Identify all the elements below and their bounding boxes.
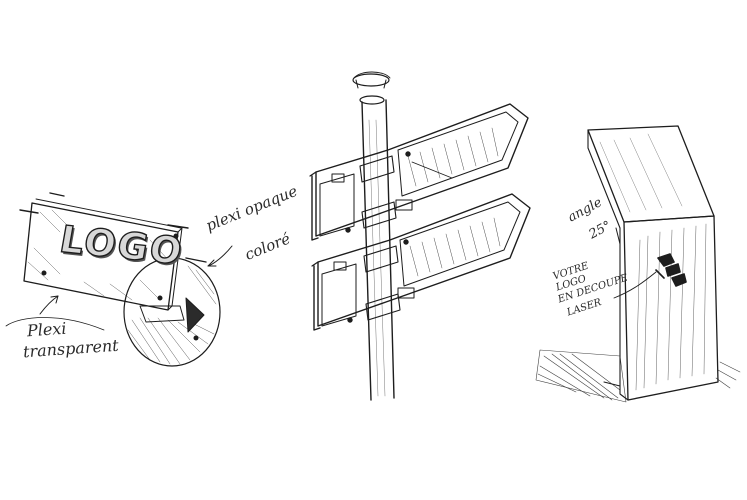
totem-sketch xyxy=(535,125,741,403)
upper-sign xyxy=(315,103,529,237)
arrow-mark xyxy=(185,297,205,333)
totem-shadow xyxy=(535,349,741,403)
plaque-hatching xyxy=(27,209,171,301)
lower-sign-hatching xyxy=(409,217,501,277)
wall-plaque-sketch xyxy=(5,192,233,367)
totem-front xyxy=(623,215,719,401)
totem-logo-mark xyxy=(655,253,687,287)
lower-sign xyxy=(317,193,531,327)
round-disc xyxy=(123,257,221,367)
direction-post-sketch xyxy=(309,71,531,401)
totem-front-hatching xyxy=(635,223,707,391)
note-plexi: Plexi xyxy=(26,318,68,341)
disc-hatching xyxy=(127,265,217,365)
totem-top-hatching xyxy=(599,133,683,213)
post-cap xyxy=(352,73,390,87)
upper-sign-hatching xyxy=(407,127,499,187)
